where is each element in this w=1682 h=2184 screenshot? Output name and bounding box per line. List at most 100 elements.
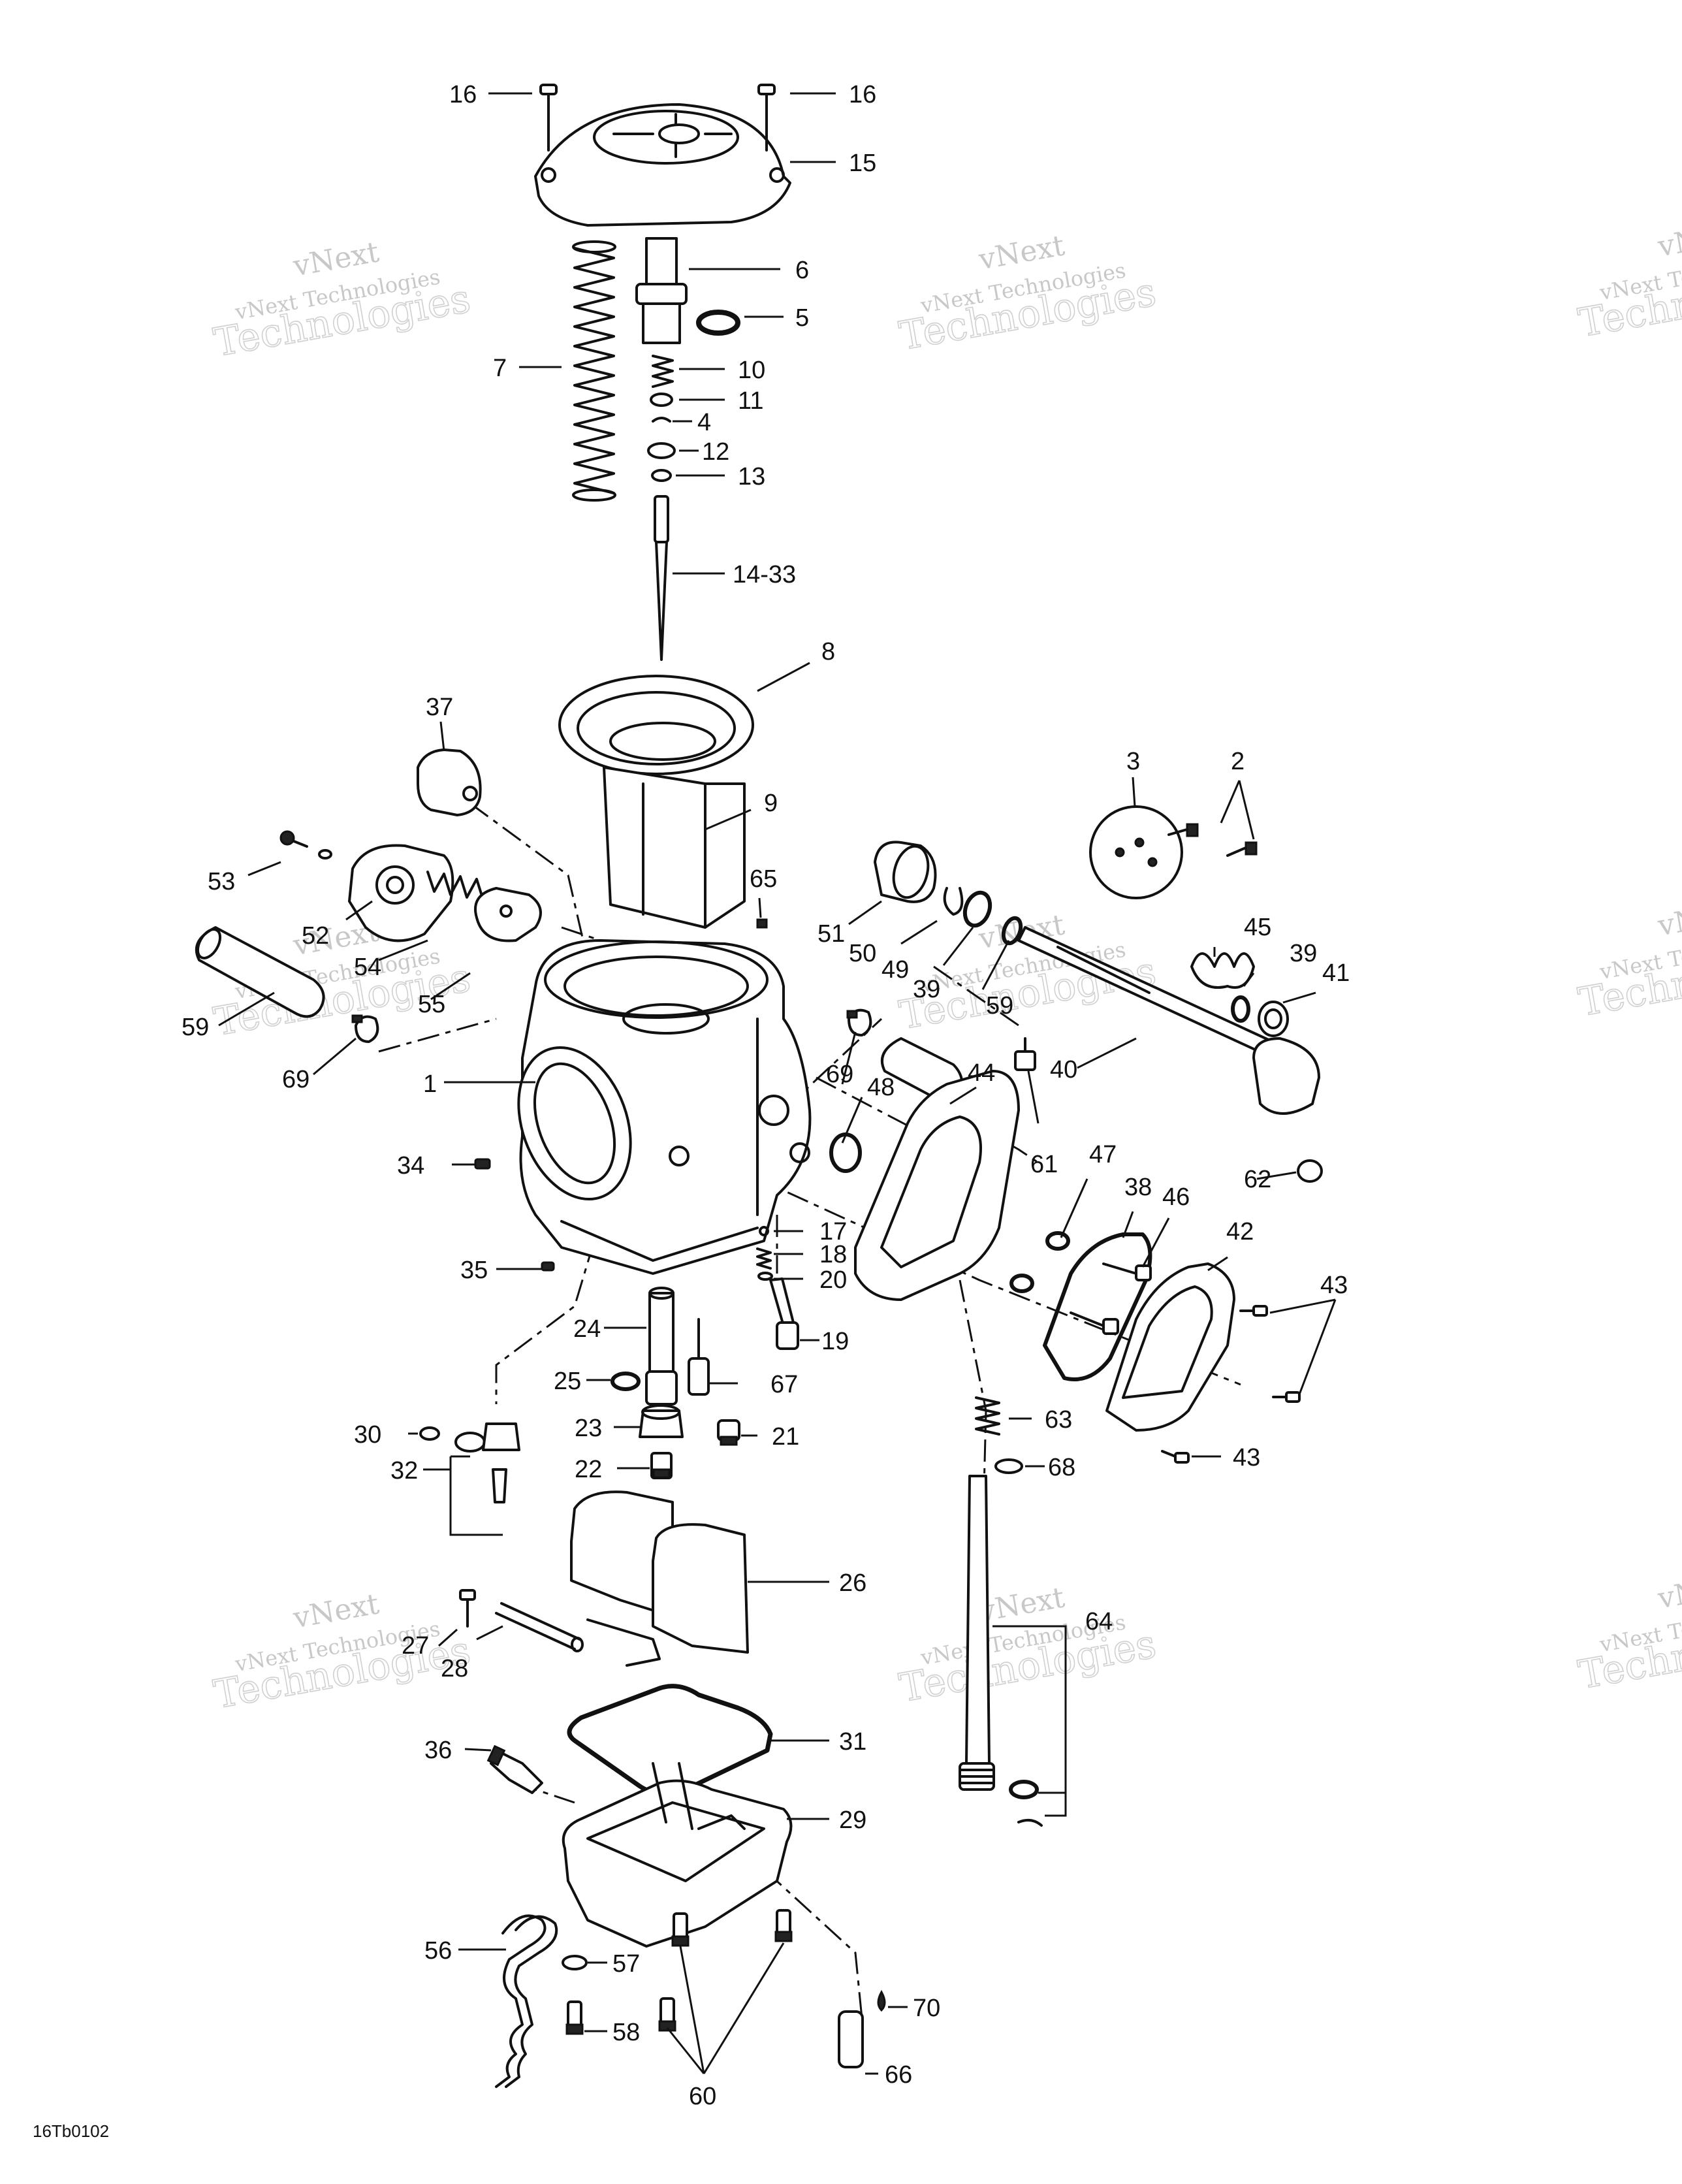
part-34-screw bbox=[474, 1158, 491, 1170]
callout-60: 60 bbox=[689, 2083, 716, 2110]
callout-38: 38 bbox=[1124, 1174, 1152, 1201]
callout-30: 30 bbox=[354, 1421, 381, 1449]
watermark-line1: vNext bbox=[1655, 895, 1682, 942]
part-66-tube bbox=[838, 2010, 864, 2068]
callout-54: 54 bbox=[354, 954, 381, 981]
part-59-hose-left bbox=[195, 926, 325, 1018]
callout-57: 57 bbox=[612, 1950, 640, 1978]
watermark-mid-right: vNext vNext Technologies Technologies bbox=[1575, 895, 1682, 1026]
callout-47: 47 bbox=[1089, 1141, 1117, 1168]
part-10-spring-small bbox=[652, 355, 674, 388]
watermark-bottom-center: vNext vNext Technologies Technologies bbox=[896, 1581, 1160, 1712]
callout-29: 29 bbox=[839, 1807, 866, 1834]
callout-43: 43 bbox=[1233, 1444, 1260, 1471]
callout-49: 49 bbox=[881, 956, 909, 984]
part-3-choke-plate bbox=[1089, 805, 1183, 899]
part-61-fitting bbox=[1014, 1037, 1036, 1071]
part-30-32-needle-valve bbox=[419, 1422, 520, 1536]
part-9-slide bbox=[603, 766, 746, 929]
part-27-screw bbox=[459, 1589, 476, 1628]
callout-16: 16 bbox=[849, 81, 876, 108]
part-69-clamp-left bbox=[351, 1014, 379, 1043]
part-43-screws bbox=[1161, 1305, 1301, 1464]
callout-labels: 16 16 15 6 5 7 10 11 4 12 13 14-33 8 37 … bbox=[182, 81, 1350, 2110]
callout-20: 20 bbox=[819, 1266, 847, 1294]
part-35-screw bbox=[541, 1261, 555, 1272]
callout-25: 25 bbox=[554, 1368, 581, 1395]
callout-35: 35 bbox=[460, 1257, 488, 1284]
callout-9: 9 bbox=[764, 790, 778, 817]
callout-3: 3 bbox=[1126, 748, 1140, 775]
callout-32: 32 bbox=[390, 1457, 418, 1485]
part-28-pin bbox=[495, 1602, 584, 1652]
callout-69: 69 bbox=[282, 1066, 309, 1093]
part-16-screws bbox=[539, 84, 776, 152]
part-48-oring bbox=[829, 1132, 862, 1173]
part-26-float bbox=[570, 1490, 749, 1667]
part-37-cap bbox=[417, 748, 482, 816]
part-69-clamp-right bbox=[846, 1008, 872, 1036]
callout-61: 61 bbox=[1030, 1151, 1058, 1178]
part-62-screw bbox=[1297, 1159, 1323, 1183]
callout-26: 26 bbox=[839, 1569, 866, 1597]
watermark-top-left: vNext vNext Technologies Technologies bbox=[210, 235, 475, 366]
part-44-enrichener-housing bbox=[854, 1070, 1020, 1301]
part-42-cover bbox=[1105, 1262, 1235, 1432]
part-68-washer bbox=[994, 1458, 1023, 1474]
callout-31: 31 bbox=[839, 1728, 866, 1756]
callout-70: 70 bbox=[913, 1995, 940, 2022]
callout-12: 12 bbox=[702, 438, 729, 466]
callout-39: 39 bbox=[913, 976, 940, 1003]
part-49-washer bbox=[962, 890, 992, 928]
part-47-washers bbox=[1009, 1231, 1070, 1293]
part-25-oring bbox=[611, 1372, 641, 1391]
part-57-washer bbox=[562, 1955, 588, 1970]
part-1-carburetor-body bbox=[517, 939, 812, 1275]
callout-51: 51 bbox=[817, 920, 845, 948]
part-60-screws bbox=[658, 1909, 793, 2032]
part-23-holder bbox=[639, 1404, 684, 1438]
callout-4: 4 bbox=[697, 409, 711, 436]
callout-52: 52 bbox=[302, 922, 329, 950]
part-40-choke-shaft bbox=[1017, 926, 1320, 1115]
part-22-main-jet bbox=[650, 1452, 673, 1479]
watermark-bottom-right: vNext vNext Technologies Technologies bbox=[1575, 1567, 1682, 1699]
part-5-oring bbox=[696, 310, 740, 336]
callout-7: 7 bbox=[493, 355, 507, 382]
callout-67: 67 bbox=[770, 1371, 798, 1398]
part-13-washer bbox=[651, 469, 672, 482]
callout-68: 68 bbox=[1048, 1454, 1075, 1481]
part-51-bushing bbox=[874, 841, 937, 903]
callout-66: 66 bbox=[885, 2061, 912, 2089]
part-64-plunger bbox=[959, 1475, 1043, 1827]
part-38-gasket bbox=[1043, 1232, 1152, 1381]
callout-39: 39 bbox=[1290, 940, 1317, 967]
watermark-line1: vNext bbox=[1655, 216, 1682, 263]
callout-64: 64 bbox=[1085, 1608, 1113, 1635]
part-12-spacer bbox=[647, 442, 676, 459]
watermark-bottom-left: vNext vNext Technologies Technologies bbox=[210, 1587, 475, 1718]
part-63-spring bbox=[975, 1396, 1000, 1436]
part-53-screw bbox=[279, 830, 332, 859]
part-24-emulsion-tube bbox=[645, 1287, 678, 1405]
callout-44: 44 bbox=[968, 1059, 995, 1087]
part-56-drain-hose bbox=[495, 1914, 558, 2088]
callout-69: 69 bbox=[826, 1061, 853, 1088]
callout-11: 11 bbox=[738, 387, 763, 415]
callout-59: 59 bbox=[986, 992, 1013, 1020]
part-55-plate bbox=[474, 887, 542, 942]
callout-5: 5 bbox=[795, 304, 809, 332]
part-41-bushing bbox=[1258, 1001, 1289, 1037]
callout-6: 6 bbox=[795, 257, 809, 284]
leader-lines bbox=[218, 92, 1337, 2075]
callout-19: 19 bbox=[821, 1328, 849, 1355]
part-4-clip bbox=[652, 417, 671, 423]
part-52-housing bbox=[348, 844, 454, 942]
part-8-diaphragm bbox=[558, 675, 754, 775]
callout-15: 15 bbox=[849, 150, 876, 177]
part-50-clip bbox=[943, 887, 964, 916]
watermark-mid-center: vNext vNext Technologies Technologies bbox=[896, 908, 1160, 1039]
callout-21: 21 bbox=[772, 1423, 799, 1451]
callout-22: 22 bbox=[575, 1456, 602, 1483]
